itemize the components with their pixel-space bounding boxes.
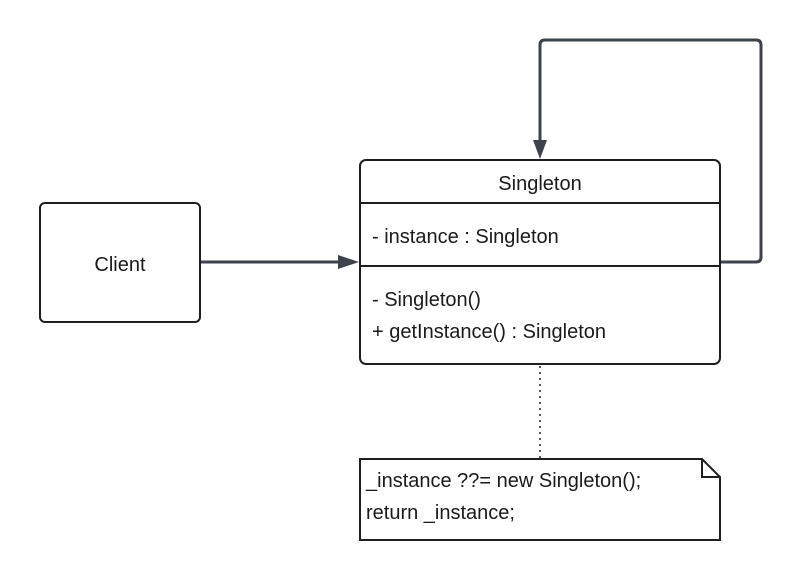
- class-attribute: - instance : Singleton: [372, 226, 559, 248]
- client-to-singleton-arrowhead: [338, 255, 359, 269]
- client-label: Client: [94, 254, 146, 276]
- note-line: return _instance;: [366, 502, 515, 524]
- self-association-edge[interactable]: [538, 38, 763, 264]
- class-method: - Singleton(): [372, 289, 481, 311]
- client-box-frame: [39, 202, 201, 323]
- note-frame: [359, 458, 721, 541]
- note-line: _instance ??= new Singleton();: [365, 470, 641, 492]
- client-box[interactable]: Client: [39, 202, 201, 323]
- singleton-class-frame: [359, 159, 721, 365]
- code-note[interactable]: _instance ??= new Singleton(); return _i…: [359, 458, 721, 541]
- self-association-arrowhead: [533, 140, 547, 159]
- note-folded-corner: [701, 459, 720, 478]
- class-method: + getInstance() : Singleton: [372, 321, 606, 343]
- class-name: Singleton: [498, 173, 581, 195]
- singleton-class-box[interactable]: Singleton - instance : Singleton - Singl…: [359, 159, 721, 365]
